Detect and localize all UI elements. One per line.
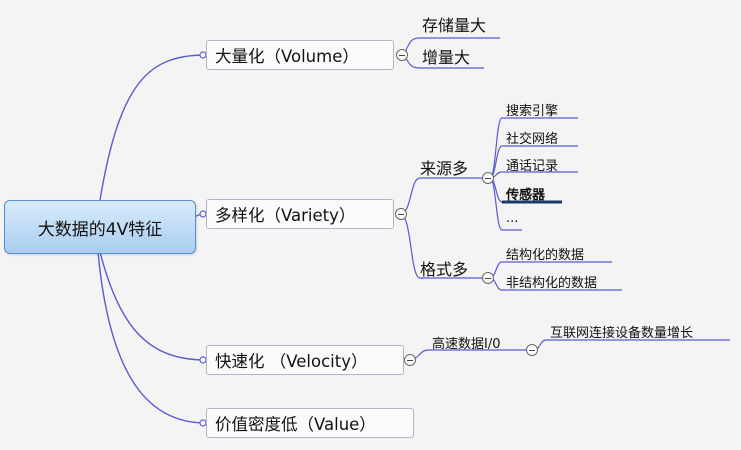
collapse-variety-icon[interactable] — [395, 208, 407, 220]
volume-child-1[interactable]: 存储量大 — [422, 16, 487, 35]
branch-value[interactable]: 价值密度低（Value） — [206, 408, 414, 438]
source-item-1[interactable]: 搜索引擎 — [506, 104, 559, 119]
source-item-4[interactable]: 传感器 — [506, 188, 546, 203]
collapse-velocity-child-icon[interactable] — [526, 344, 538, 356]
format-item-2[interactable]: 非结构化的数据 — [506, 276, 598, 291]
collapse-format-icon[interactable] — [482, 272, 494, 284]
format-item-1[interactable]: 结构化的数据 — [506, 248, 585, 263]
source-item-2[interactable]: 社交网络 — [506, 132, 559, 147]
variety-source-label[interactable]: 来源多 — [420, 159, 469, 178]
connector-root-value — [97, 251, 207, 424]
collapse-velocity-icon[interactable] — [404, 354, 416, 366]
connector-root-velocity — [99, 251, 207, 361]
source-item-3[interactable]: 通话记录 — [506, 159, 559, 174]
collapse-volume-icon[interactable] — [396, 49, 408, 61]
branch-variety[interactable]: 多样化（Variety） — [206, 199, 394, 229]
collapse-source-icon[interactable] — [482, 172, 494, 184]
branch-velocity[interactable]: 快速化 （Velocity） — [206, 345, 404, 375]
source-item-5[interactable]: ... — [506, 211, 519, 226]
branch-variety-label: 多样化（Variety） — [215, 206, 356, 225]
connector-variety-format — [399, 213, 421, 279]
volume-child-2[interactable]: 增量大 — [422, 48, 471, 67]
branch-value-label: 价值密度低（Value） — [215, 415, 376, 434]
connector-root-volume — [99, 54, 207, 201]
branch-volume[interactable]: 大量化（Volume） — [206, 40, 394, 70]
velocity-grandchild-label[interactable]: 互联网连接设备数量增长 — [550, 326, 694, 341]
branch-volume-label: 大量化（Volume） — [215, 47, 359, 66]
variety-format-label[interactable]: 格式多 — [420, 260, 469, 279]
velocity-child-label[interactable]: 高速数据I/0 — [432, 337, 501, 352]
root-node[interactable]: 大数据的4V特征 — [4, 200, 196, 254]
branch-velocity-label: 快速化 （Velocity） — [215, 352, 368, 371]
root-label: 大数据的4V特征 — [37, 219, 163, 240]
